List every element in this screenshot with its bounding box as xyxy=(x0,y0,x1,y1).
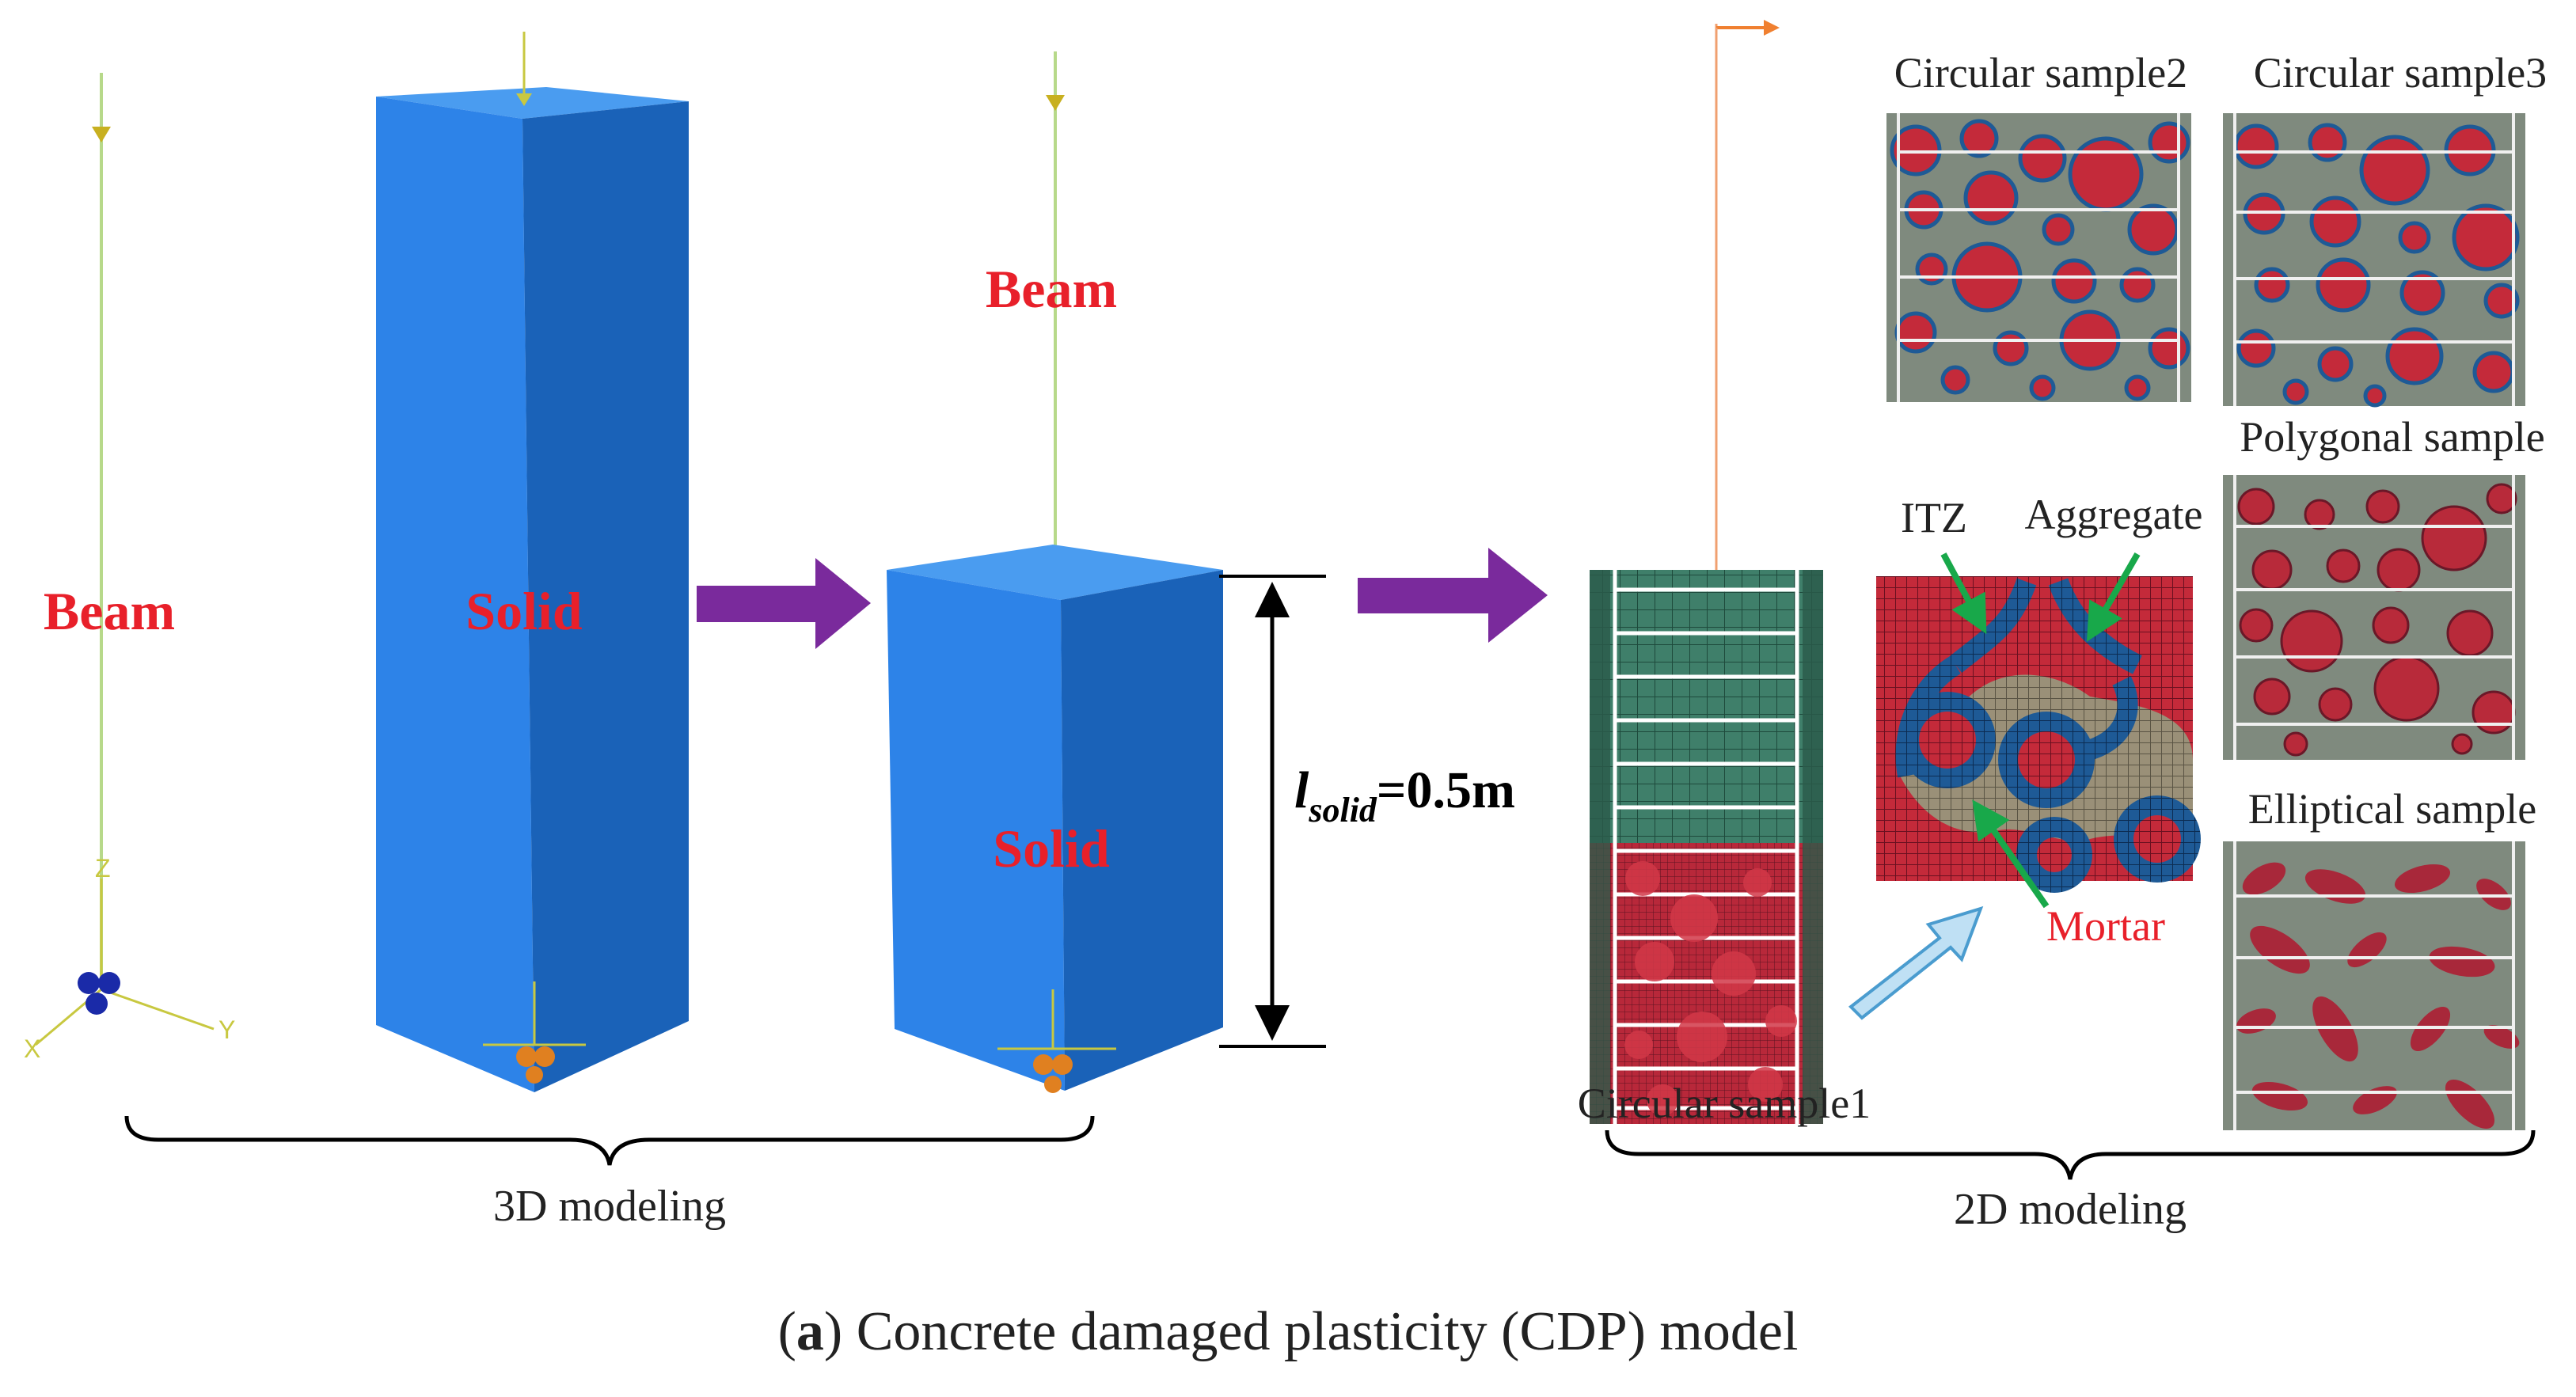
beam-left-label: Beam xyxy=(44,581,175,641)
length-symbol: l xyxy=(1294,761,1309,819)
mortar-label: Mortar xyxy=(2046,902,2165,950)
aggregate-label: Aggregate xyxy=(2025,491,2203,538)
solid-tall-label: Solid xyxy=(465,581,583,641)
length-value: =0.5m xyxy=(1377,761,1515,819)
length-subscript: solid xyxy=(1308,791,1377,829)
arrow-3d-step xyxy=(697,558,871,649)
beam-right-label: Beam xyxy=(986,259,1117,319)
circular-sample2: Circular sample2 xyxy=(1886,49,2191,402)
brace-2d xyxy=(1605,1129,2536,1180)
length-dimension: lsolid=0.5m xyxy=(1219,575,1515,1048)
group-3d-label: 3D modeling xyxy=(493,1182,726,1231)
length-label: lsolid=0.5m xyxy=(1294,761,1515,829)
beam-left: Beam xyxy=(44,73,175,981)
figure-caption: (a) Concrete damaged plasticity (CDP) mo… xyxy=(778,1301,1799,1362)
itz-label: ITZ xyxy=(1901,494,1967,541)
solid-block-tall: Solid xyxy=(376,32,689,1092)
solid-short-label: Solid xyxy=(993,818,1110,879)
circular-sample3: Circular sample3 xyxy=(2223,49,2547,408)
itz-pointer xyxy=(1940,552,1987,635)
elliptical-sample: Elliptical sample xyxy=(2223,785,2536,1130)
circular-sample2-label: Circular sample2 xyxy=(1894,49,2187,97)
brace-3d xyxy=(124,1115,1095,1166)
arrow-2d-step xyxy=(1358,548,1548,643)
circular-sample3-label: Circular sample3 xyxy=(2254,49,2547,97)
caption-text: Concrete damaged plasticity (CDP) model xyxy=(842,1301,1798,1362)
axis-x-label: X xyxy=(24,1034,40,1063)
polygonal-sample: Polygonal sample xyxy=(2223,413,2545,760)
axis-y-label: Y xyxy=(218,1015,235,1044)
circular-sample1-label: Circular sample1 xyxy=(1578,1080,1871,1127)
mortar-pointer xyxy=(1972,799,2050,909)
group-2d-label: 2D modeling xyxy=(1954,1185,2187,1234)
axis-z-label: Z xyxy=(95,854,111,883)
caption-letter: a xyxy=(796,1301,824,1362)
elliptical-sample-label: Elliptical sample xyxy=(2248,785,2536,833)
zoom-arrow xyxy=(1848,905,1984,1020)
solid-block-short: Beam Solid xyxy=(887,51,1223,1093)
polygonal-sample-label: Polygonal sample xyxy=(2240,413,2544,461)
circular-sample1-model: Circular sample1 xyxy=(1578,20,1871,1127)
axis-triad-left: Z Y X xyxy=(24,854,235,1063)
aggregate-pointer xyxy=(2086,552,2141,642)
axis-triad-short xyxy=(997,989,1116,1093)
mesoscale-zoom-detail: ITZ Aggregate Mortar xyxy=(1876,491,2202,950)
rebar-frame-sample1 xyxy=(1613,570,1799,1124)
axis-triad-tall xyxy=(483,981,586,1084)
